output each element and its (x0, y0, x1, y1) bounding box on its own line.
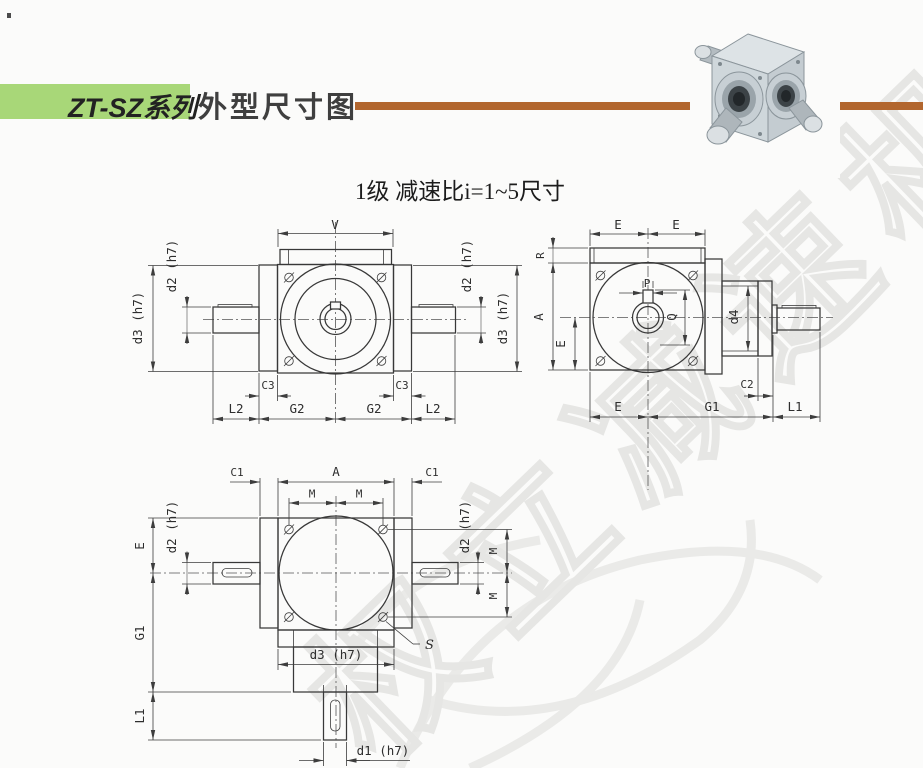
dim-label-c3-right: C3 (395, 379, 408, 392)
dim-label-l2-right: L2 (425, 401, 440, 416)
dim-label-a-top: A (332, 464, 340, 479)
dim-label-d2-right-top: d2 (h7) (457, 501, 472, 554)
front-view: V d2 (h7) d3 (h7) d2 (h7) d3 (h7) (130, 217, 522, 424)
dim-label-d4: d4 (726, 309, 741, 324)
scan-speck (7, 13, 11, 18)
bolt-holes-side (595, 270, 699, 367)
dim-label-d1-bottom: d1 (h7) (357, 743, 410, 758)
bolt-holes-top (283, 524, 389, 623)
bolt-holes-front (283, 272, 387, 367)
dim-label-g2-left: G2 (289, 401, 304, 416)
dim-label-c1-left: C1 (230, 466, 243, 479)
dim-label-v: V (331, 217, 339, 232)
dim-label-d2-right-front: d2 (h7) (459, 240, 474, 293)
dim-label-e-bottom: E (614, 399, 622, 414)
dim-label-e-left: E (553, 340, 568, 348)
drawing-subtitle: 1级 减速比i=1~5尺寸 (354, 179, 566, 204)
dim-label-e-top-left: E (614, 217, 622, 232)
dim-label-g2-right: G2 (366, 401, 381, 416)
dim-label-l1-top: L1 (132, 708, 147, 723)
dim-label-d3-bottom: d3 (h7) (310, 647, 363, 662)
dim-label-r: R (534, 252, 547, 259)
dim-label-m-right-upper: M (487, 547, 500, 554)
dim-label-c3-left: C3 (261, 379, 274, 392)
side-view: E E R A E P Q d4 (531, 217, 833, 490)
dim-label-m-top-left: M (309, 488, 316, 501)
dim-label-d2-left-front: d2 (h7) (164, 240, 179, 293)
page-title: 外型尺寸图 (198, 92, 359, 124)
leader-label-s: S (425, 638, 434, 653)
dim-label-e-top-view: E (132, 542, 147, 550)
dim-label-l2-left: L2 (228, 401, 243, 416)
dim-label-m-top-right: M (356, 488, 363, 501)
dim-label-e-top-right: E (672, 217, 680, 232)
dim-label-p: P (644, 277, 651, 290)
dim-label-l1-side: L1 (787, 399, 802, 414)
dim-label-g1-top: G1 (132, 625, 147, 640)
dim-label-g1-side: G1 (704, 399, 719, 414)
dim-label-q: Q (664, 313, 679, 321)
dim-label-a-side: A (531, 313, 546, 321)
dim-label-c1-right: C1 (425, 466, 438, 479)
dim-label-m-right-lower: M (487, 592, 500, 599)
dim-label-c2: C2 (740, 378, 753, 391)
header-rule (355, 102, 923, 110)
series-label: ZT-SZ系列 (68, 93, 197, 123)
top-view: C1 A C1 M M E d2 (h7) G1 L1 (132, 464, 512, 766)
dim-label-d3-left-front: d3 (h7) (130, 292, 145, 345)
header-band (0, 84, 190, 119)
gearbox-3d-icon (694, 33, 823, 145)
gearbox-photo (690, 18, 840, 178)
dim-label-d3-right-front: d3 (h7) (495, 292, 510, 345)
dim-label-d2-left-top: d2 (h7) (164, 501, 179, 554)
